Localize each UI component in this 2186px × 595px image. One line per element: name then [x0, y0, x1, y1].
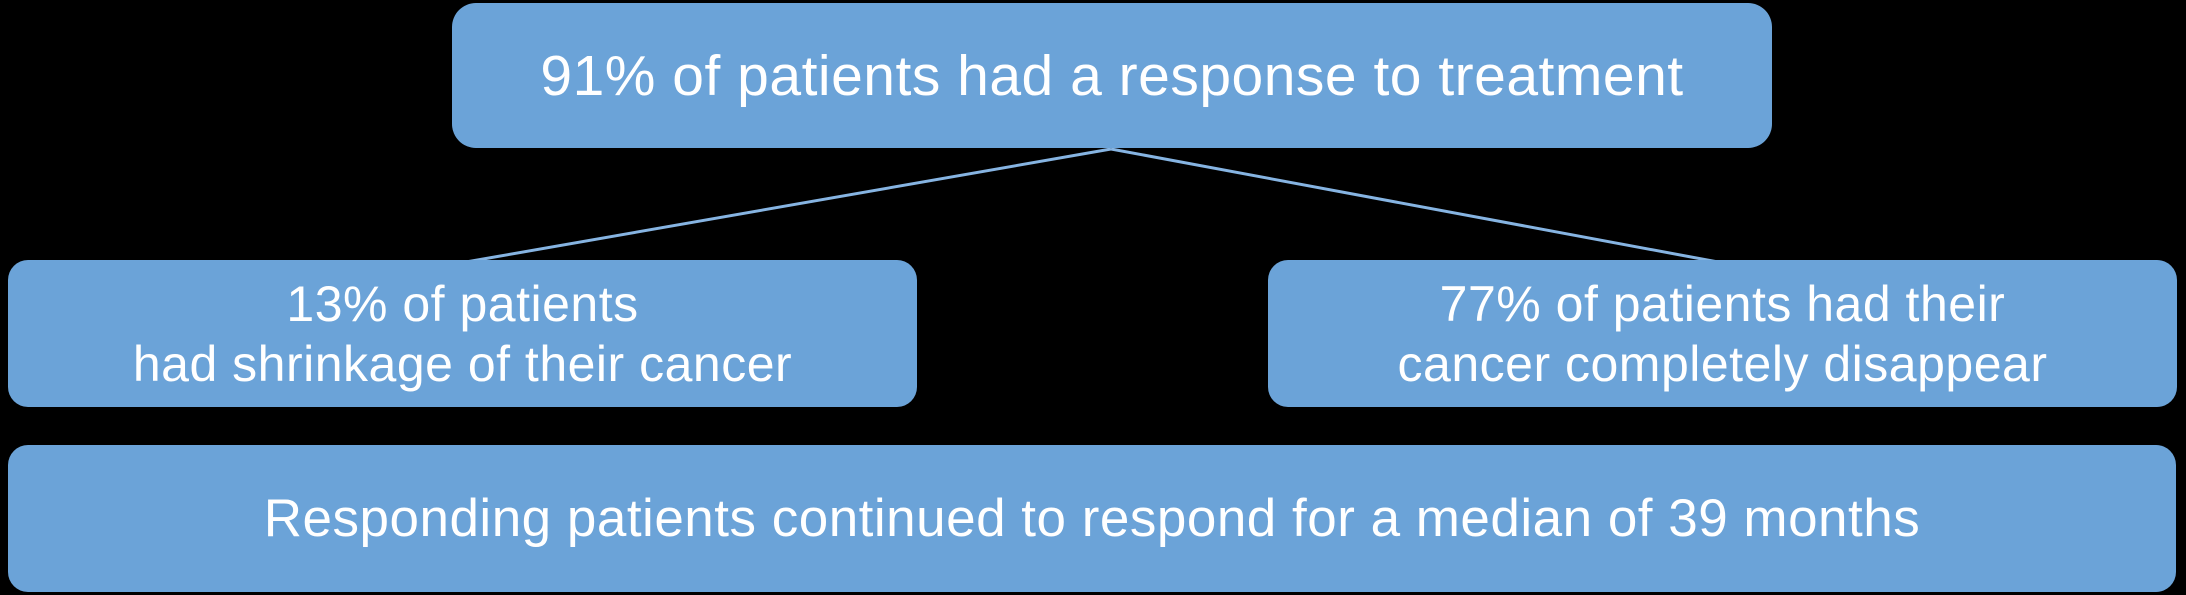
node-complete-response-line2: cancer completely disappear [1397, 335, 2048, 392]
node-complete-response-line1: 77% of patients had their [1439, 275, 2006, 332]
node-partial-response-line2: had shrinkage of their cancer [132, 335, 793, 392]
connector-line-top-to-left [465, 147, 1112, 264]
node-complete-response: 77% of patients had their cancer complet… [1268, 260, 2177, 407]
node-overall-response: 91% of patients had a response to treatm… [452, 3, 1772, 148]
node-partial-response: 13% of patients had shrinkage of their c… [8, 260, 917, 407]
node-partial-response-line1: 13% of patients [286, 275, 639, 332]
connector-line-top-to-right [1110, 147, 1719, 264]
node-response-duration-text: Responding patients continued to respond… [263, 489, 1921, 548]
node-overall-response-text: 91% of patients had a response to treatm… [540, 43, 1684, 108]
node-response-duration: Responding patients continued to respond… [8, 445, 2176, 592]
